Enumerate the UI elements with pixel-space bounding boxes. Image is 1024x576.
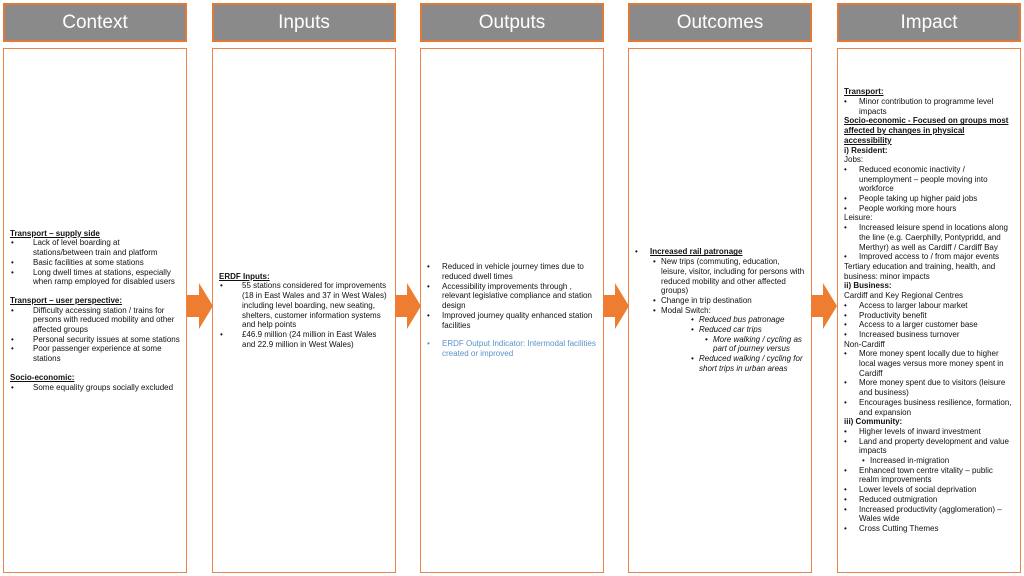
- impact-leisure-label: Leisure:: [844, 213, 873, 223]
- modal-switch-label: Modal Switch:: [661, 305, 711, 315]
- list-item: Long dwell times at stations, especially…: [10, 268, 180, 287]
- list-item: Poor passenger experience at some statio…: [10, 344, 180, 363]
- reduced-car-label: Reduced car trips: [699, 325, 762, 335]
- inputs-list: 55 stations considered for improvements …: [219, 281, 389, 349]
- list-item: New trips (commuting, education, leisure…: [650, 257, 805, 296]
- list-item: Reduced bus patronage: [689, 315, 805, 325]
- context-socio-title: Socio-economic:: [10, 372, 75, 382]
- outcomes-title: Increased rail patronage: [650, 247, 743, 257]
- context-box: Transport – supply side Lack of level bo…: [3, 48, 187, 573]
- impact-transport-list: Minor contribution to programme level im…: [844, 97, 1014, 116]
- list-item: Some equality groups socially excluded: [10, 383, 180, 393]
- outcomes-sub-list: New trips (commuting, education, leisure…: [650, 257, 805, 373]
- list-item: Accessibility improvements through , rel…: [427, 282, 597, 311]
- list-item: More money spent locally due to higher l…: [844, 349, 1014, 378]
- land-property-label: Land and property development and value …: [859, 436, 1009, 456]
- list-item: Basic facilities at some stations: [10, 258, 180, 268]
- list-item: Enhanced town centre vitality – public r…: [844, 466, 1014, 485]
- header-outcomes: Outcomes: [628, 3, 812, 42]
- list-item: Minor contribution to programme level im…: [844, 97, 1014, 116]
- impact-cardiff-label: Cardiff and Key Regional Centres: [844, 291, 964, 301]
- outcomes-box: Increased rail patronage New trips (comm…: [628, 48, 812, 573]
- output-indicator: ERDF Output Indicator: Intermodal facili…: [427, 339, 597, 358]
- inputs-box: ERDF Inputs: 55 stations considered for …: [212, 48, 396, 573]
- impact-jobs-label: Jobs:: [844, 155, 864, 165]
- header-context: Context: [3, 3, 187, 42]
- arrow-right-icon: [395, 283, 421, 329]
- list-item: Modal Switch: Reduced bus patronage Redu…: [650, 306, 805, 374]
- outputs-list: Reduced in vehicle journey times due to …: [427, 262, 597, 330]
- arrow-right-icon: [187, 283, 213, 329]
- list-item: Encourages business resilience, formatio…: [844, 398, 1014, 417]
- list-item: Higher levels of inward investment: [844, 427, 1014, 437]
- header-inputs: Inputs: [212, 3, 396, 42]
- header-impact: Impact: [837, 3, 1021, 42]
- list-item: Access to a larger customer base: [844, 320, 1014, 330]
- list-item: People taking up higher paid jobs: [844, 194, 1014, 204]
- list-item: Increased leisure spend in locations alo…: [844, 223, 1014, 252]
- header-outputs: Outputs: [420, 3, 604, 42]
- list-item: £46.9 million (24 million in East Wales …: [219, 330, 389, 349]
- context-user-list: Difficulty accessing station / trains fo…: [10, 306, 180, 364]
- list-item: Increased rail patronage New trips (comm…: [635, 247, 805, 373]
- list-item: Reduced economic inactivity / unemployme…: [844, 165, 1014, 194]
- list-item: Increased business turnover: [844, 330, 1014, 340]
- list-item: Lower levels of social deprivation: [844, 485, 1014, 495]
- list-item: Land and property development and value …: [844, 437, 1014, 466]
- impact-resident-title: i) Resident:: [844, 145, 888, 155]
- list-item: Lack of level boarding at stations/betwe…: [10, 238, 180, 257]
- impact-cardiff-list: Access to larger labour market Productiv…: [844, 301, 1014, 340]
- impact-community-list: Higher levels of inward investment Land …: [844, 427, 1014, 534]
- list-item: Reduced car trips More walking / cycling…: [689, 325, 805, 354]
- arrow-right-icon: [811, 283, 837, 329]
- context-user-title: Transport – user perspective:: [10, 295, 123, 305]
- context-supply-title: Transport – supply side: [10, 228, 100, 238]
- context-supply-list: Lack of level boarding at stations/betwe…: [10, 238, 180, 287]
- walking-list: More walking / cycling as part of journe…: [703, 335, 805, 354]
- context-socio-list: Some equality groups socially excluded: [10, 383, 180, 393]
- list-item: Reduced walking / cycling for short trip…: [689, 354, 805, 373]
- arrow-right-icon: [603, 283, 629, 329]
- list-item: Cross Cutting Themes: [844, 524, 1014, 534]
- impact-leisure-list: Increased leisure spend in locations alo…: [844, 223, 1014, 262]
- list-item: More money spent due to visitors (leisur…: [844, 378, 1014, 397]
- list-item: Increased productivity (agglomeration) –…: [844, 505, 1014, 524]
- impact-box: Transport: Minor contribution to program…: [837, 48, 1021, 573]
- in-migration-list: Increased in-migration: [859, 456, 1014, 466]
- modal-switch-list: Reduced bus patronage Reduced car trips …: [689, 315, 805, 373]
- list-item: Reduced outmigration: [844, 495, 1014, 505]
- impact-community-title: iii) Community:: [844, 417, 903, 427]
- list-item: Productivity benefit: [844, 311, 1014, 321]
- impact-transport-title: Transport:: [844, 87, 884, 97]
- list-item: Change in trip destination: [650, 296, 805, 306]
- list-item: Improved journey quality enhanced statio…: [427, 311, 597, 330]
- list-item: Difficulty accessing station / trains fo…: [10, 306, 180, 335]
- inputs-title: ERDF Inputs:: [219, 271, 270, 281]
- list-item: Increased in-migration: [859, 456, 1014, 466]
- outputs-box: Reduced in vehicle journey times due to …: [420, 48, 604, 573]
- list-item: Access to larger labour market: [844, 301, 1014, 311]
- impact-tertiary: Tertiary education and training, health,…: [844, 261, 996, 281]
- list-item: Improved access to / from major events: [844, 252, 1014, 262]
- list-item: More walking / cycling as part of journe…: [703, 335, 805, 354]
- list-item: Personal security issues at some station…: [10, 335, 180, 345]
- impact-business-title: ii) Business:: [844, 281, 892, 291]
- impact-jobs-list: Reduced economic inactivity / unemployme…: [844, 165, 1014, 214]
- list-item: Reduced in vehicle journey times due to …: [427, 262, 597, 281]
- outputs-indicator-list: ERDF Output Indicator: Intermodal facili…: [427, 339, 597, 358]
- list-item: People working more hours: [844, 204, 1014, 214]
- impact-noncardiff-label: Non-Cardiff: [844, 339, 885, 349]
- impact-noncardiff-list: More money spent locally due to higher l…: [844, 349, 1014, 417]
- impact-socio-title: Socio-economic - Focused on groups most …: [844, 116, 1009, 145]
- outcomes-list: Increased rail patronage New trips (comm…: [635, 247, 805, 373]
- list-item: 55 stations considered for improvements …: [219, 281, 389, 330]
